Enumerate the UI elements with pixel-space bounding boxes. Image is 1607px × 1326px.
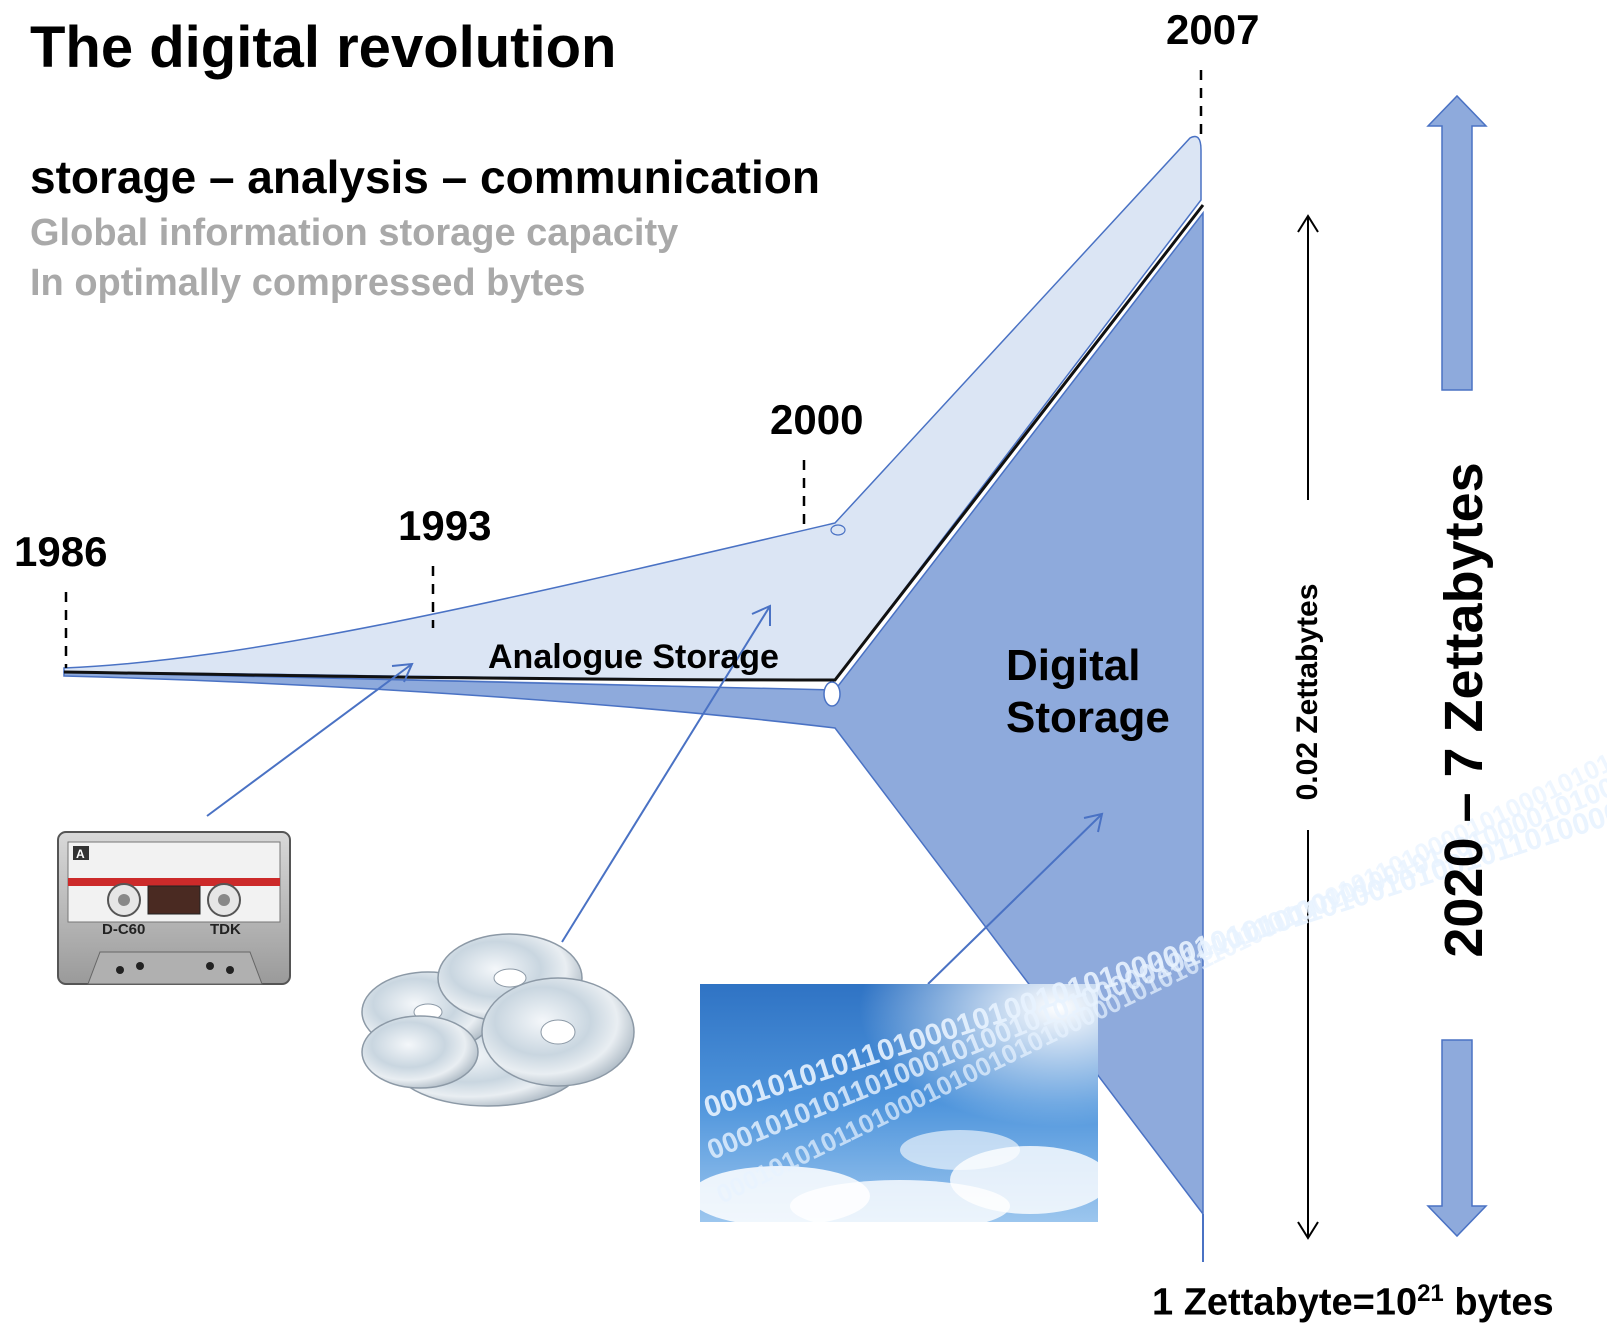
svg-text:A: A (76, 847, 85, 861)
year-2000: 2000 (770, 396, 864, 443)
analogue-storage-label: Analogue Storage (488, 638, 779, 676)
svg-text:TDK: TDK (210, 921, 241, 938)
down-block-arrow (1426, 1039, 1488, 1238)
digital-storage-label: Digital Storage (1006, 640, 1170, 744)
pointer-arrows (206, 604, 1104, 985)
node-ellipse (830, 524, 846, 536)
caption-line-2: In optimally compressed bytes (30, 262, 586, 304)
up-block-arrow (1426, 94, 1488, 391)
caption-line-1: Global information storage capacity (30, 212, 679, 254)
svg-text:D-C60: D-C60 (102, 921, 145, 938)
big-scale-label: 2020 – 7 Zettabytes (1434, 462, 1494, 958)
scale-double-arrow (1297, 214, 1319, 1240)
subtitle: storage – analysis – communication (30, 151, 820, 203)
boundary-line (63, 204, 1205, 682)
page-title: The digital revolution (30, 15, 617, 80)
footnote-suffix: bytes (1443, 1281, 1554, 1324)
small-scale-label: 0.02 Zettabytes (1291, 583, 1324, 801)
digital-label-line-1: Digital (1006, 641, 1141, 690)
node-ellipse (823, 681, 841, 707)
cd-stack-image (361, 933, 635, 1107)
year-1986: 1986 (14, 528, 108, 575)
digital-label-line-2: Storage (1006, 692, 1170, 742)
year-2007: 2007 (1166, 6, 1260, 53)
year-1993: 1993 (398, 502, 492, 549)
cassette-image: A D-C60 TDK (57, 831, 291, 985)
footnote-exponent: 21 (1417, 1280, 1444, 1307)
zettabyte-footnote: 1 Zettabyte=1021 bytes (1152, 1280, 1554, 1325)
footnote-prefix: 1 Zettabyte=10 (1152, 1281, 1418, 1324)
